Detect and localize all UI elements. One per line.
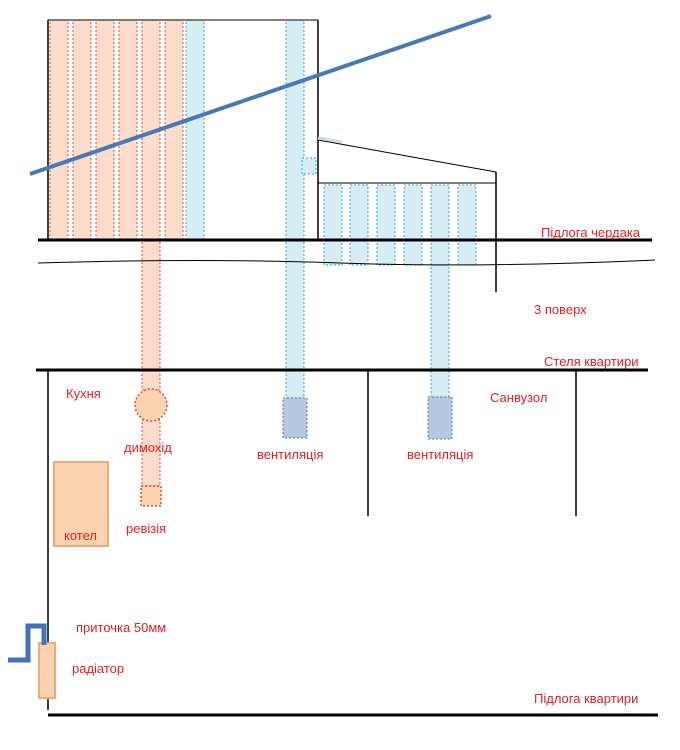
vent-connector bbox=[301, 157, 317, 175]
inlet-pipe-icon bbox=[8, 623, 47, 663]
ventilation-left-label: вентиляція bbox=[257, 447, 324, 462]
ventilation-right-label: вентиляція bbox=[407, 447, 474, 462]
chimney-channel bbox=[95, 19, 115, 241]
radiator-label: радіатор bbox=[72, 661, 125, 676]
boiler-label: котел bbox=[64, 528, 97, 543]
attic-floor-label: Підлога чердака bbox=[541, 225, 641, 240]
revision-label: ревізія bbox=[126, 521, 167, 536]
radiator-box bbox=[38, 642, 56, 699]
vent-channel bbox=[349, 184, 369, 266]
roof-flashing bbox=[317, 136, 343, 144]
vent-riser-right bbox=[430, 264, 450, 398]
vent-channel bbox=[403, 184, 423, 266]
chimney-label: димохід bbox=[124, 440, 172, 455]
kitchen-label: Кухня bbox=[66, 386, 101, 401]
chimney-inlet-circle bbox=[134, 388, 168, 422]
chimney-channel bbox=[72, 19, 92, 241]
attic-slab-bottom bbox=[37, 259, 656, 266]
vent-channel bbox=[430, 184, 450, 266]
chimney-channel bbox=[49, 19, 69, 241]
vent-grille-right bbox=[427, 396, 453, 440]
ceiling-label: Стеля квартири bbox=[544, 354, 639, 369]
vent-riser-left bbox=[285, 19, 305, 399]
roof-line bbox=[29, 14, 492, 176]
vent-channels-annex bbox=[323, 184, 477, 266]
apartment-floor-label: Підлога квартири bbox=[534, 691, 639, 706]
third-floor-label: 3 поверх bbox=[534, 302, 587, 317]
boiler-box bbox=[53, 461, 109, 547]
inlet-label: приточка 50мм bbox=[76, 620, 167, 635]
vent-channel bbox=[457, 184, 477, 266]
chimney-pipe bbox=[141, 239, 161, 391]
vent-channel bbox=[185, 19, 205, 241]
chimney-channel bbox=[118, 19, 138, 241]
vent-grille-left bbox=[282, 397, 308, 439]
revision-hatch bbox=[140, 485, 162, 507]
annex-roof bbox=[317, 139, 497, 173]
bathroom-label: Санвузол bbox=[490, 390, 548, 405]
chimney-channel bbox=[164, 19, 184, 241]
vent-channel bbox=[323, 184, 343, 266]
vent-channel bbox=[376, 184, 396, 266]
